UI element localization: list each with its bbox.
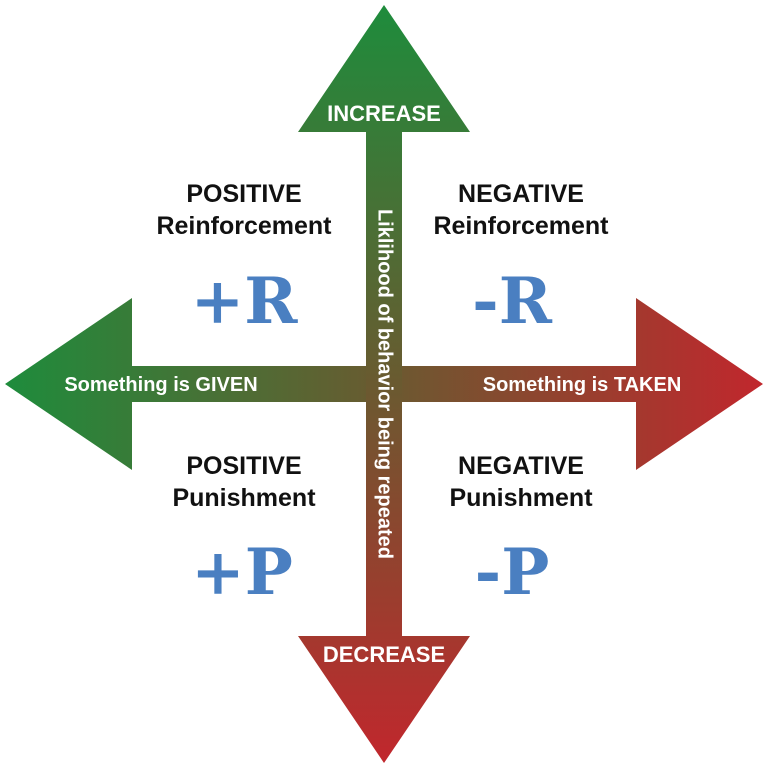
positive-reinforcement-title: POSITIVE Reinforcement — [124, 178, 364, 242]
vertical-arrow — [298, 5, 470, 763]
negative-reinforcement-title: NEGATIVE Reinforcement — [401, 178, 641, 242]
positive-reinforcement-line2: Reinforcement — [156, 212, 332, 240]
positive-punishment-line2: Punishment — [172, 484, 316, 512]
negative-reinforcement-line2: Reinforcement — [433, 212, 609, 240]
negative-punishment-line1: NEGATIVE — [458, 452, 584, 480]
positive-punishment-line1: POSITIVE — [186, 452, 302, 480]
negative-reinforcement-symbol: -R — [472, 264, 552, 339]
increase-label: INCREASE — [327, 101, 441, 126]
negative-punishment-symbol: -P — [474, 535, 550, 610]
something-given-label: Something is GIVEN — [64, 374, 257, 396]
negative-punishment-line2: Punishment — [449, 484, 593, 512]
vertical-axis-label: Liklihood of behavior being repeated — [374, 209, 396, 559]
positive-punishment-symbol: +P — [191, 535, 293, 610]
positive-reinforcement-line1: POSITIVE — [186, 180, 302, 208]
something-taken-label: Something is TAKEN — [483, 374, 682, 396]
negative-punishment-title: NEGATIVE Punishment — [401, 450, 641, 514]
decrease-label: DECREASE — [323, 642, 445, 667]
positive-reinforcement-symbol: +R — [190, 264, 298, 339]
negative-reinforcement-line1: NEGATIVE — [458, 180, 584, 208]
positive-punishment-title: POSITIVE Punishment — [124, 450, 364, 514]
